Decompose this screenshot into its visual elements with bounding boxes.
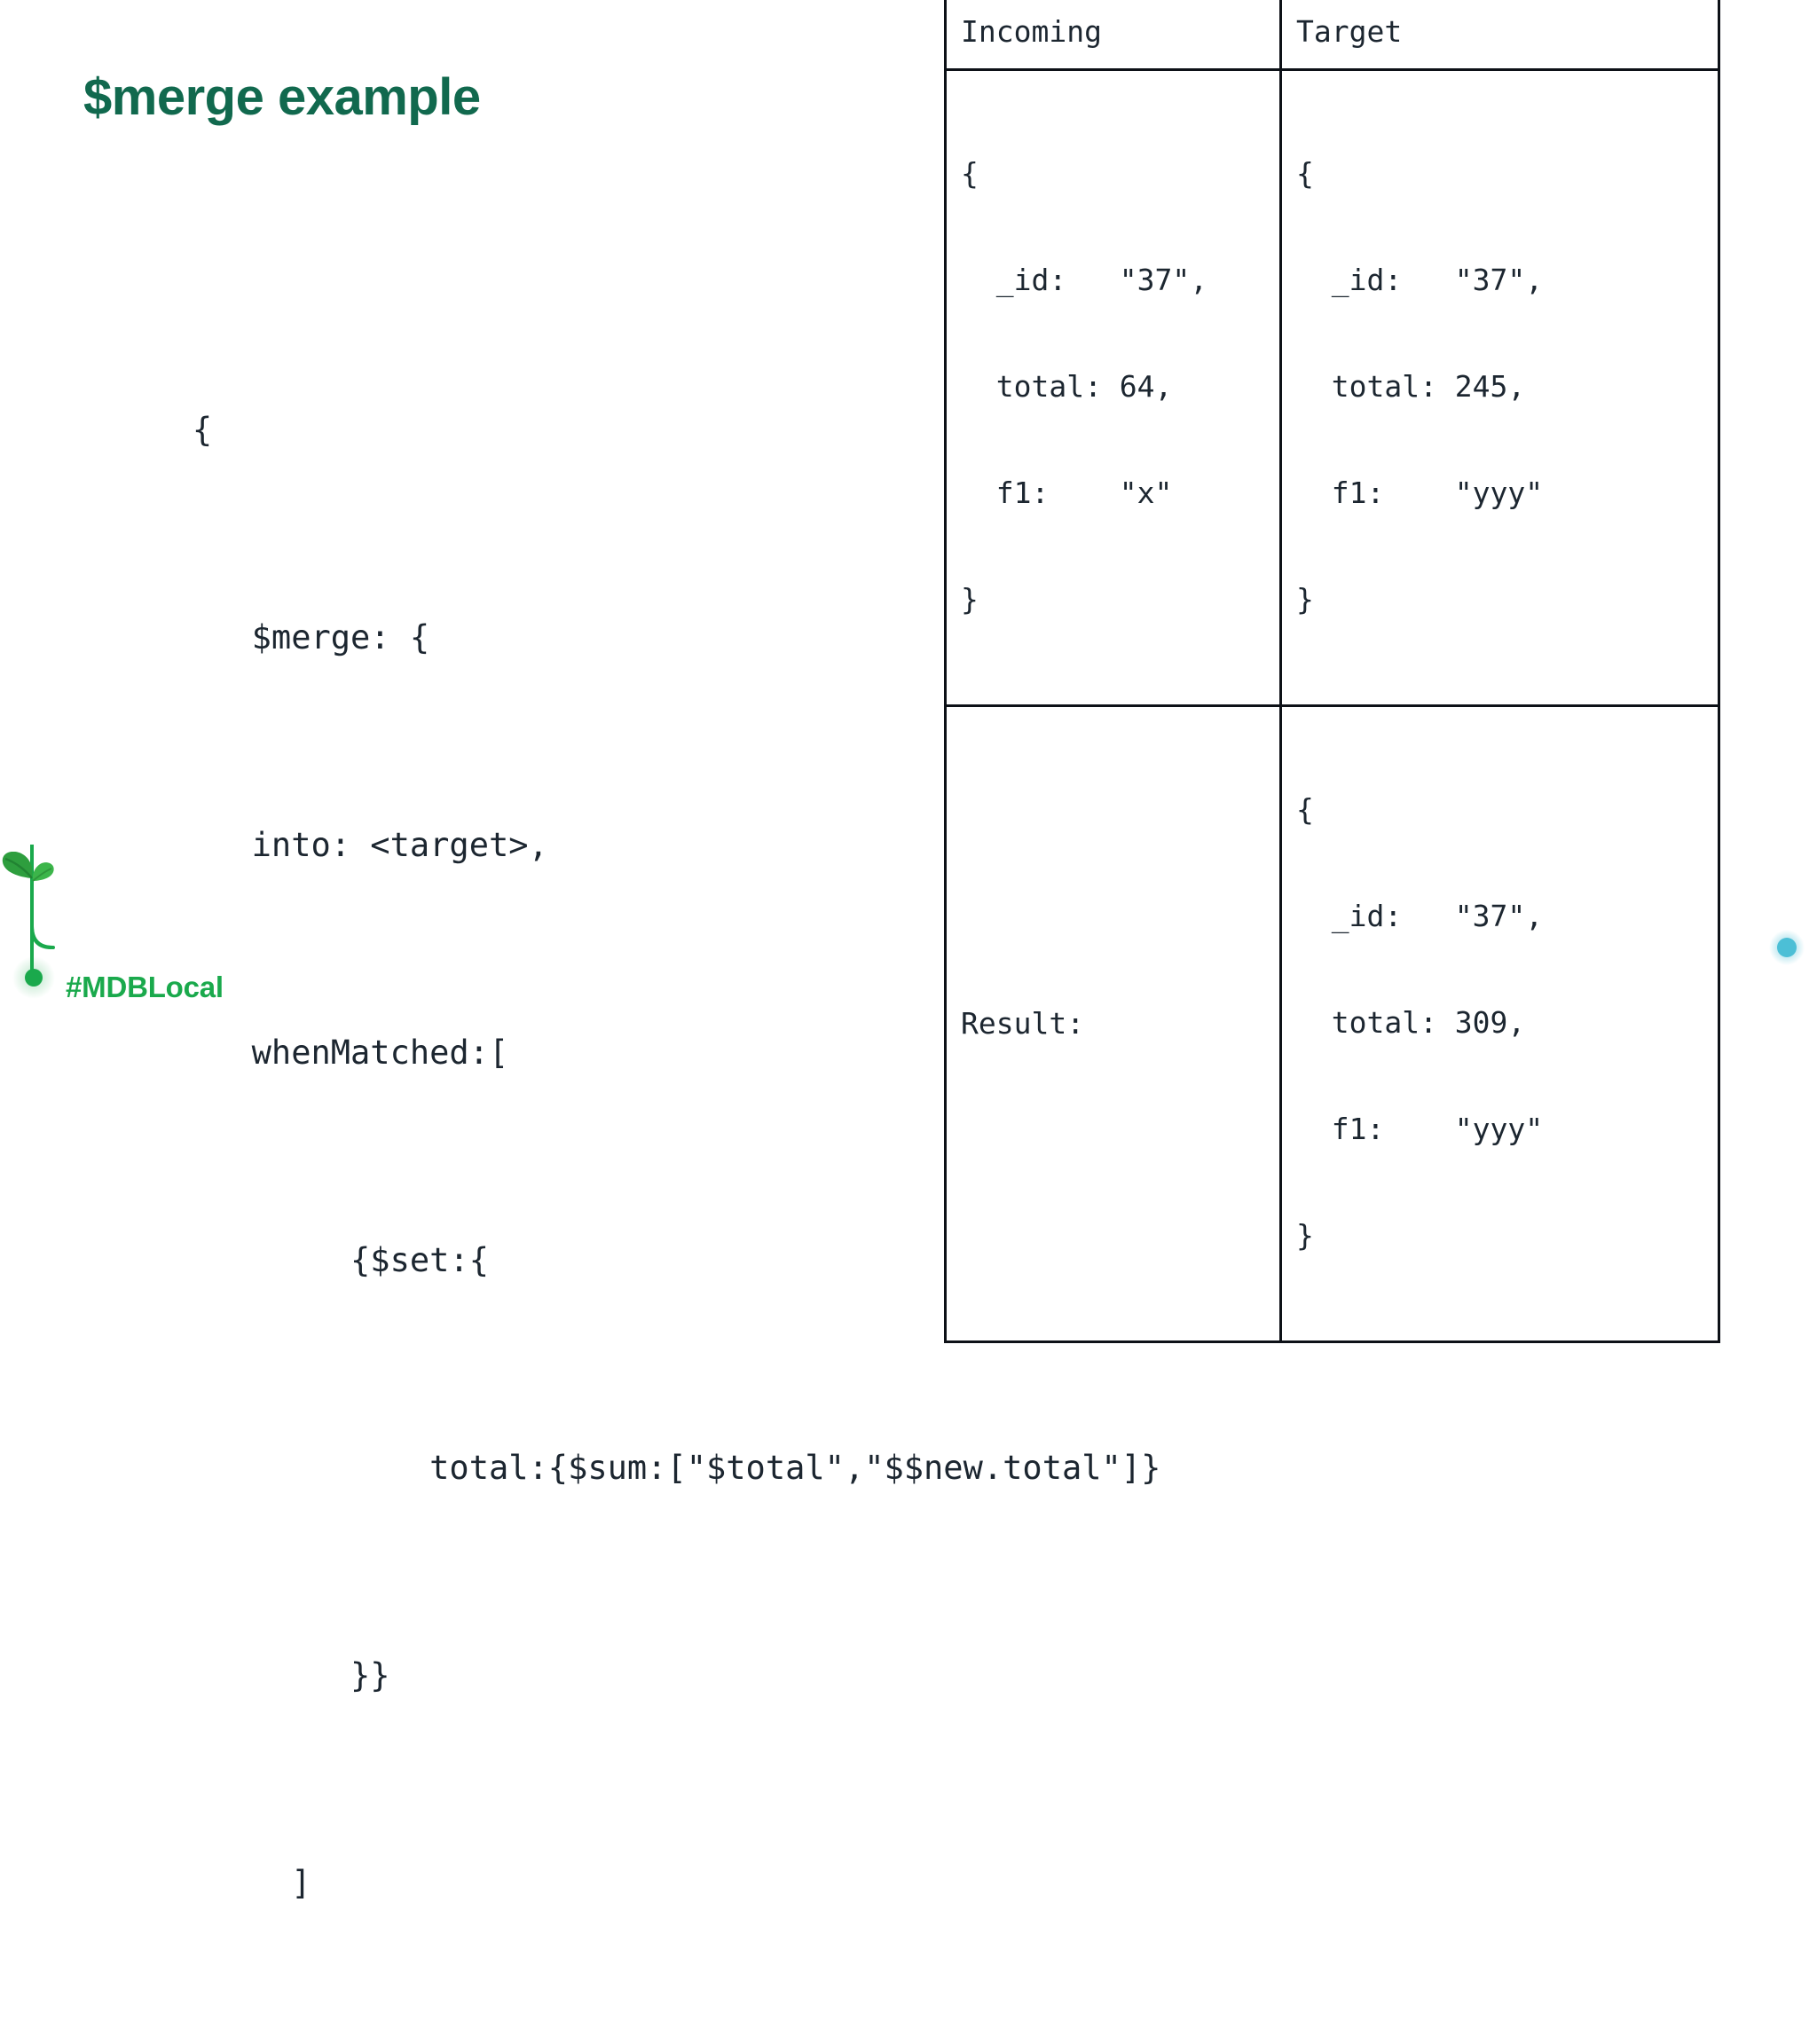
table-header-row: Incoming Target <box>944 0 1720 71</box>
leaf-large-icon <box>2 851 33 879</box>
page-title: $merge example <box>83 68 481 126</box>
json-line: _id: "37", <box>1296 263 1544 297</box>
json-line: total: 245, <box>1296 369 1526 404</box>
result-label: Result: <box>961 1006 1085 1041</box>
cell-target-document: { _id: "37", total: 245, f1: "yyy" } <box>1279 68 1720 707</box>
comparison-table: Incoming Target { _id: "37", total: 64, … <box>944 0 1720 1343</box>
target-document-json: { _id: "37", total: 245, f1: "yyy" } <box>1282 71 1718 704</box>
json-line: _id: "37", <box>1296 899 1544 933</box>
json-line: total: 309, <box>1296 1005 1526 1040</box>
column-header-target: Target <box>1279 0 1720 71</box>
hashtag-label: #MDBLocal <box>66 971 224 1003</box>
json-line: f1: "yyy" <box>1296 1112 1544 1146</box>
sprout-logo <box>0 851 124 949</box>
code-line: { <box>133 411 213 449</box>
cell-result-document: { _id: "37", total: 309, f1: "yyy" } <box>1279 704 1720 1343</box>
json-line: { <box>961 156 979 191</box>
json-line: } <box>1296 1218 1314 1253</box>
incoming-document-json: { _id: "37", total: 64, f1: "x" } <box>947 71 1279 704</box>
json-line: { <box>1296 792 1314 827</box>
json-line: } <box>1296 582 1314 617</box>
code-line: }} <box>133 1656 390 1694</box>
cell-incoming-document: { _id: "37", total: 64, f1: "x" } <box>944 68 1282 707</box>
cell-result-label: Result: <box>944 704 1282 1343</box>
json-line: f1: "yyy" <box>1296 476 1544 510</box>
result-document-json: { _id: "37", total: 309, f1: "yyy" } <box>1282 707 1718 1340</box>
json-line: _id: "37", <box>961 263 1208 297</box>
table-row-result: Result: { _id: "37", total: 309, f1: "yy… <box>944 704 1720 1343</box>
json-line: f1: "x" <box>961 476 1173 510</box>
json-line: total: 64, <box>961 369 1173 404</box>
table-row: { _id: "37", total: 64, f1: "x" } { _id:… <box>944 68 1720 707</box>
column-header-target-label: Target <box>1296 14 1403 49</box>
column-header-incoming: Incoming <box>944 0 1282 71</box>
json-line: } <box>961 582 979 617</box>
code-line: total:{$sum:["$total","$$new.total"]} <box>133 1449 1161 1487</box>
column-header-incoming-label: Incoming <box>961 14 1102 49</box>
code-line: $merge: { <box>133 618 430 656</box>
code-line: ] <box>133 1864 311 1902</box>
brand-end-dot <box>1769 930 1805 965</box>
brand-node-dot <box>12 956 55 999</box>
json-line: { <box>1296 156 1314 191</box>
code-line: into: <target>, <box>133 826 548 864</box>
leaf-small-icon <box>32 862 54 882</box>
